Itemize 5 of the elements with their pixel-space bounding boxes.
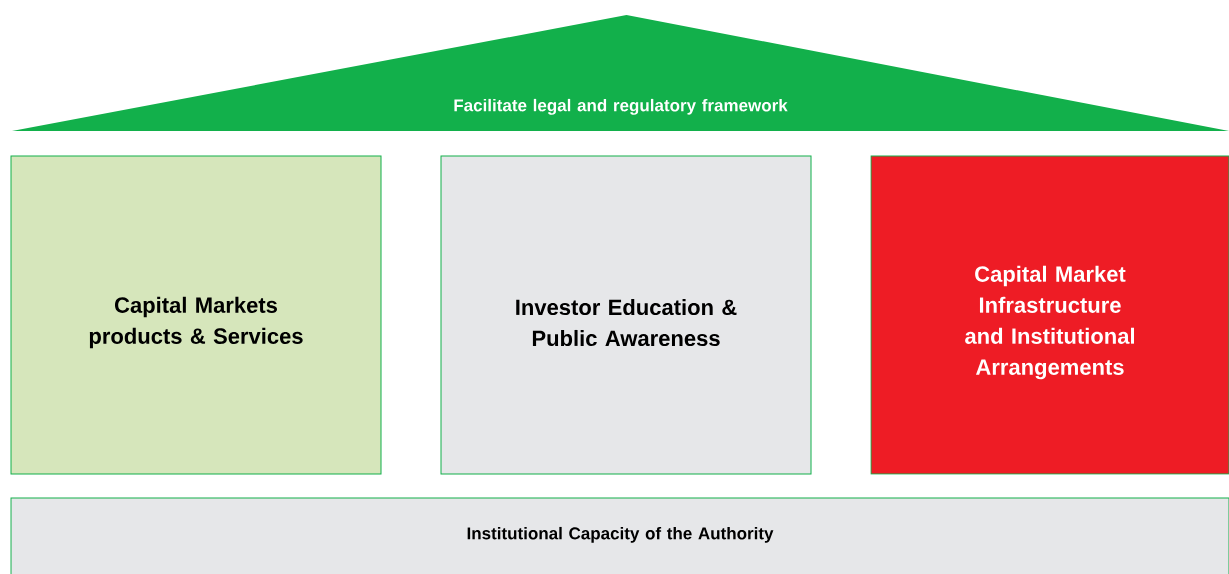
roof-banner: Facilitate legal and regulatory framework bbox=[12, 15, 1229, 131]
pillar-box: Investor Education & Public Awareness bbox=[440, 155, 812, 475]
pillar-box: Capital Markets products & Services bbox=[10, 155, 382, 475]
pillar-box: Capital Market Infrastructure and Institutional Arrangements bbox=[870, 155, 1229, 475]
foundation-band: Institutional Capacity of the Authority bbox=[10, 497, 1229, 574]
